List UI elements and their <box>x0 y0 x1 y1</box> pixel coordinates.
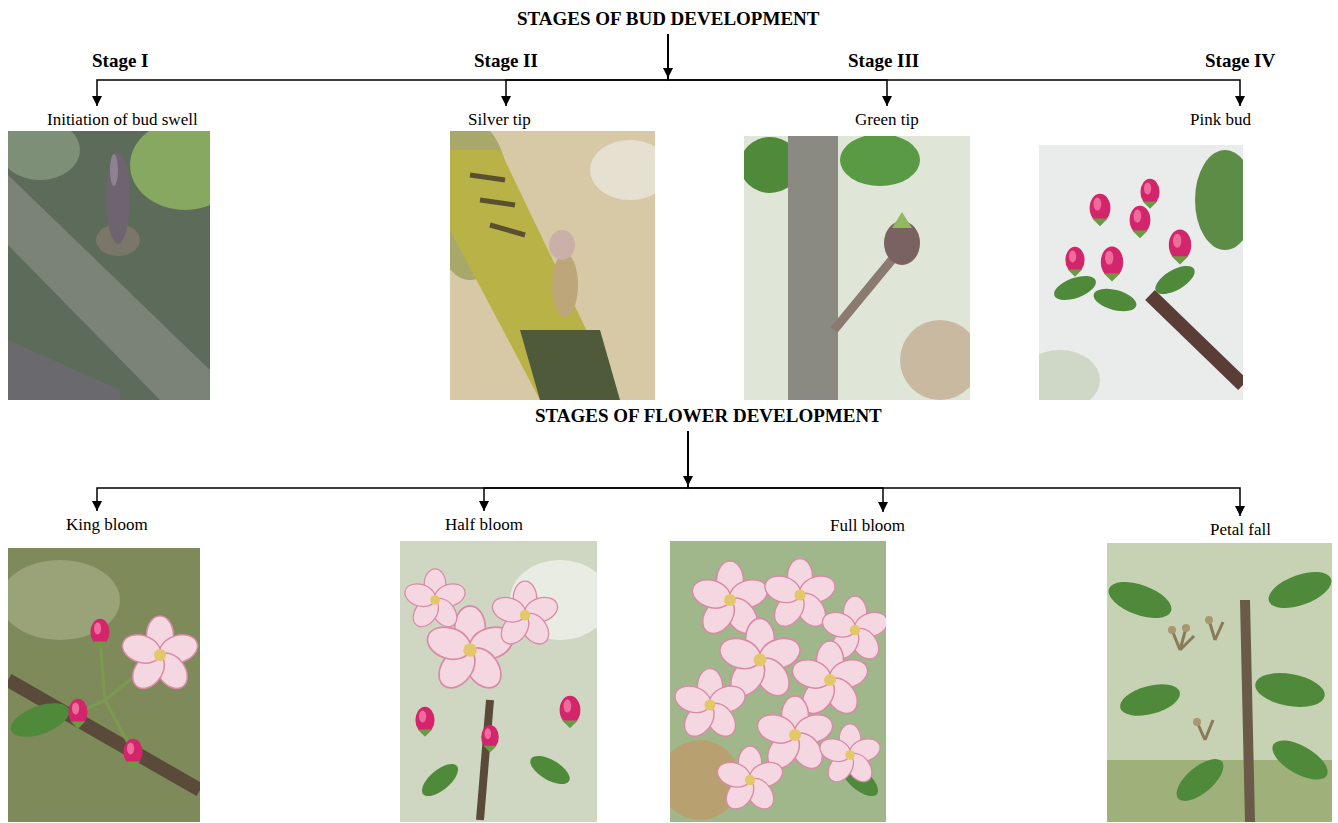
tree-connector <box>668 34 1240 106</box>
photo-bud-swell <box>8 131 210 400</box>
node-text: Pink bud <box>1190 110 1251 130</box>
section-heading: STAGES OF BUD DEVELOPMENT <box>513 6 823 32</box>
tree-connector <box>484 431 688 511</box>
tree-connector <box>97 431 688 511</box>
stage-label: Stage II <box>474 50 538 72</box>
node-text: Full bloom <box>830 516 905 536</box>
tree-connector <box>688 431 883 512</box>
stage-name: Pink bud <box>1186 108 1255 132</box>
node-text: STAGES OF FLOWER DEVELOPMENT <box>535 405 882 427</box>
node-text: STAGES OF BUD DEVELOPMENT <box>517 8 819 30</box>
photo-pink-bud <box>1039 145 1243 400</box>
section-heading: STAGES OF FLOWER DEVELOPMENT <box>531 403 886 429</box>
node-text: Petal fall <box>1210 520 1271 540</box>
photo-green-tip <box>744 136 970 400</box>
stage-name: Initiation of bud swell <box>43 108 202 132</box>
stage-name: Silver tip <box>464 108 535 132</box>
tree-connector <box>97 34 668 106</box>
stage-label: Stage III <box>848 50 919 72</box>
photo-silver-tip <box>450 131 655 400</box>
node-text: Green tip <box>855 110 919 130</box>
photo-half-bloom <box>400 541 597 822</box>
photo-full-bloom <box>670 541 886 822</box>
stage-name: Green tip <box>851 108 923 132</box>
tree-connector <box>688 431 1240 516</box>
stage-label: Stage I <box>92 50 148 72</box>
photo-king-bloom <box>8 548 200 822</box>
node-text: Half bloom <box>445 515 523 535</box>
node-text: Silver tip <box>468 110 531 130</box>
stage-name: King bloom <box>62 513 152 537</box>
photo-petal-fall <box>1107 543 1332 822</box>
stage-label: Stage IV <box>1205 50 1275 72</box>
node-text: Initiation of bud swell <box>47 110 198 130</box>
stage-name: Half bloom <box>441 513 527 537</box>
node-text: King bloom <box>66 515 148 535</box>
stage-name: Petal fall <box>1206 518 1275 542</box>
stage-name: Full bloom <box>826 514 909 538</box>
